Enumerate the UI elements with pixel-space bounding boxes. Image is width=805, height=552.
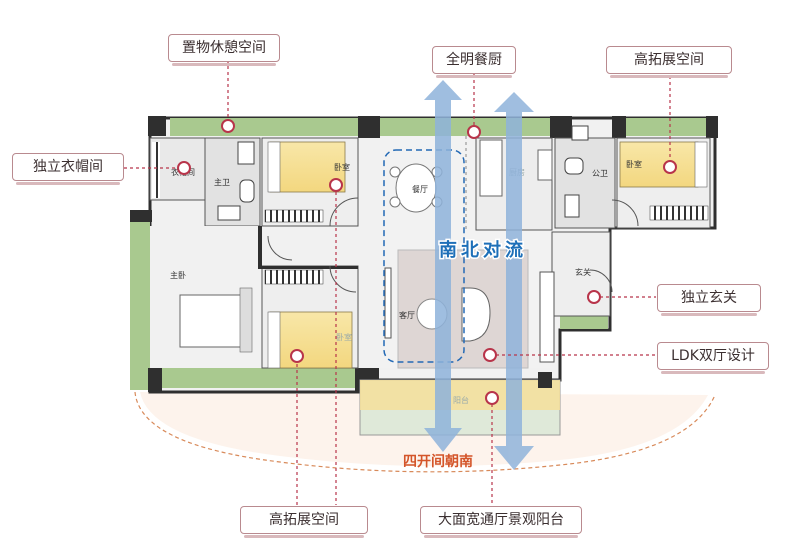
- marker-storage-rest: [221, 119, 235, 133]
- marker-ldk: [483, 348, 497, 362]
- room-label-bedroom-top: 卧室: [334, 162, 350, 172]
- marker-bedroom-top: [329, 178, 343, 192]
- leader-lines: [124, 60, 671, 505]
- room-label-public-bath: 公卫: [592, 169, 608, 178]
- marker-high-space-top: [663, 160, 677, 174]
- callout-kitchen-dining: 全明餐厨: [432, 46, 516, 78]
- balcony-area: [359, 372, 561, 436]
- markers: [177, 119, 677, 405]
- callout-high-space-top: 高拓展空间: [606, 46, 732, 78]
- marker-kitchen-dining: [467, 125, 481, 139]
- room-label-balcony: 阳台: [453, 395, 469, 405]
- room-label-foyer: 玄关: [575, 267, 591, 277]
- room-label-master-bath: 主卫: [214, 177, 230, 187]
- master-bedroom-room: [150, 226, 260, 368]
- master-bath-room: [204, 137, 261, 227]
- callout-ldk: LDK双厅设计: [657, 342, 769, 374]
- room-label-dining: 餐厅: [412, 185, 428, 194]
- ventilation-arrows: [424, 80, 534, 470]
- ventilation-text: 南北对流: [439, 239, 527, 261]
- callout-balcony: 大面宽通厅景观阳台: [420, 506, 582, 538]
- marker-closet: [177, 161, 191, 175]
- room-label-living: 客厅: [399, 310, 415, 320]
- four-bay-south-text: 四开间朝南: [403, 453, 473, 470]
- south-sun-arc: [134, 391, 716, 473]
- bedroom-bottom-room: [261, 265, 359, 369]
- public-bath-room: [554, 125, 616, 229]
- marker-bedroom-bottom: [290, 349, 304, 363]
- room-label-bedroom-right: 卧室: [626, 159, 642, 169]
- callout-entrance: 独立玄关: [657, 284, 761, 316]
- foyer-room: [539, 231, 613, 363]
- room-label-master-bedroom: 主卧: [170, 270, 186, 280]
- room-label-bedroom-bottom: 卧室: [336, 332, 352, 342]
- callout-storage-rest: 置物休憩空间: [168, 34, 280, 66]
- callout-walk-in-closet: 独立衣帽间: [12, 153, 124, 185]
- marker-entrance: [587, 290, 601, 304]
- marker-balcony: [485, 391, 499, 405]
- callout-high-space-bottom: 高拓展空间: [240, 506, 368, 538]
- bedroom-right-room: [616, 137, 711, 229]
- bedroom-top-room: [261, 137, 359, 227]
